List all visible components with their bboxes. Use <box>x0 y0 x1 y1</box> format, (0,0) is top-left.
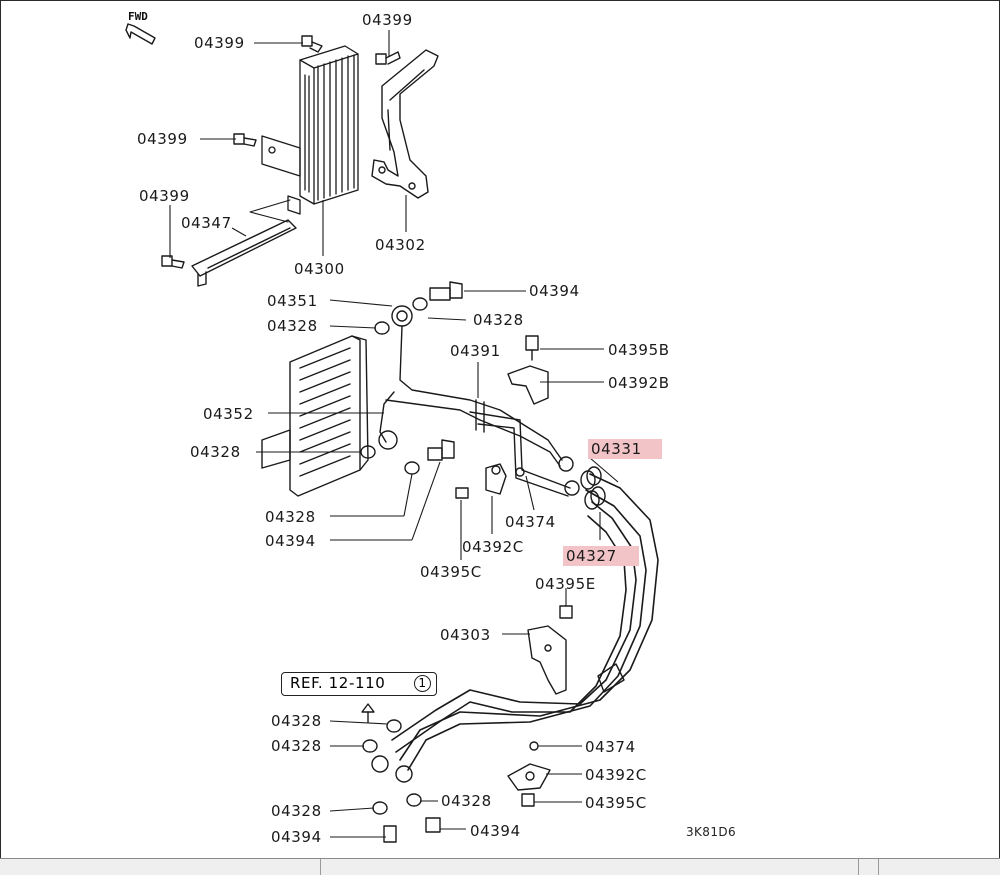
callout-04395c-lower[interactable]: 04395C <box>585 794 647 812</box>
callout-04347[interactable]: 04347 <box>181 214 232 232</box>
grommet-04374-upper <box>515 467 525 477</box>
cooler-bracket <box>371 49 439 199</box>
callout-04392c-upper[interactable]: 04392C <box>462 538 524 556</box>
callout-04394-lower-left[interactable]: 04394 <box>271 828 322 846</box>
bottom-bar-divider-b <box>858 859 859 875</box>
bracket-04303 <box>527 625 567 695</box>
hose-fitting-upper <box>558 456 580 496</box>
clamp-04392c-upper <box>485 463 507 495</box>
callout-04374-upper[interactable]: 04374 <box>505 513 556 531</box>
callout-04328-lower-d[interactable]: 04328 <box>271 802 322 820</box>
callout-04391[interactable]: 04391 <box>450 342 501 360</box>
bolt-04395e <box>559 605 573 619</box>
callout-04328-mid-left[interactable]: 04328 <box>190 443 241 461</box>
washer-04328-g <box>372 801 388 815</box>
callout-04327-highlighted[interactable]: 04327 <box>563 546 639 566</box>
callout-04395c-upper[interactable]: 04395C <box>420 563 482 581</box>
reference-text: REF. 12-110 <box>290 674 386 692</box>
callout-04394-lower-right[interactable]: 04394 <box>470 822 521 840</box>
hose-clip-lower <box>597 663 625 693</box>
hose-end-04331 <box>580 466 602 490</box>
bolt-04394-d <box>425 817 441 833</box>
washer-04328-h <box>406 793 422 807</box>
reference-circle-number: 1 <box>414 675 431 692</box>
bottom-bar-divider-a <box>320 859 321 875</box>
banjo-fitting-04352 <box>378 430 398 450</box>
callout-04394-mid[interactable]: 04394 <box>265 532 316 550</box>
cooler-hose-lines <box>379 325 571 497</box>
callout-04328-lower-c[interactable]: 04328 <box>441 792 492 810</box>
bolt-04395c-lower <box>521 793 535 807</box>
bolt-04394-c <box>383 825 397 843</box>
callout-04399-left[interactable]: 04399 <box>137 130 188 148</box>
washer-04328-f <box>362 739 378 753</box>
bolt-04395b <box>525 335 539 361</box>
callout-04302[interactable]: 04302 <box>375 236 426 254</box>
fwd-arrow-icon <box>125 23 156 45</box>
banjo-lower-b <box>395 765 413 783</box>
washer-04328-b <box>412 297 428 311</box>
cooler-side-plate <box>261 335 369 497</box>
bracket-04392b <box>507 365 549 405</box>
washer-04328-e <box>386 719 402 733</box>
callout-04392b[interactable]: 04392B <box>608 374 670 392</box>
callout-04328-lower-b[interactable]: 04328 <box>271 737 322 755</box>
callout-04331-highlighted[interactable]: 04331 <box>588 439 662 459</box>
callout-04392c-lower[interactable]: 04392C <box>585 766 647 784</box>
callout-04394-top[interactable]: 04394 <box>529 282 580 300</box>
callout-04352[interactable]: 04352 <box>203 405 254 423</box>
callout-04395b[interactable]: 04395B <box>608 341 670 359</box>
bolt-04399-c <box>233 133 257 147</box>
callout-04399-top-left[interactable]: 04399 <box>194 34 245 52</box>
callout-04328-left-top[interactable]: 04328 <box>267 317 318 335</box>
bottom-scroll-bar[interactable] <box>0 858 1000 875</box>
fwd-label: FWD <box>128 10 148 23</box>
clamp-04392c-lower <box>507 763 551 791</box>
bolt-04394-a <box>429 281 463 301</box>
reference-box[interactable]: REF. 12-110 1 <box>281 672 437 696</box>
callout-04399-lower-left[interactable]: 04399 <box>139 187 190 205</box>
leader-lines <box>169 30 619 838</box>
bottom-bar-divider-c <box>878 859 879 875</box>
callout-04399-top-right[interactable]: 04399 <box>362 11 413 29</box>
banjo-fitting-04351 <box>391 305 413 327</box>
callout-04395e[interactable]: 04395E <box>535 575 596 593</box>
callout-04303[interactable]: 04303 <box>440 626 491 644</box>
grommet-04374-lower <box>529 741 539 751</box>
callout-04328-mid[interactable]: 04328 <box>265 508 316 526</box>
cooler-strip <box>191 219 297 287</box>
bolt-04399-d <box>161 255 185 269</box>
oil-cooler-core <box>261 45 359 215</box>
callout-04328-right-top[interactable]: 04328 <box>473 311 524 329</box>
washer-04328-d <box>404 461 420 475</box>
washer-04328-a <box>374 321 390 335</box>
washer-04328-c <box>360 445 376 459</box>
bolt-04399-a <box>301 35 323 53</box>
bolt-04399-b <box>375 51 401 65</box>
diagram-code: 3K81D6 <box>686 825 737 839</box>
arrow-up-icon <box>361 703 375 723</box>
callout-04328-lower-a[interactable]: 04328 <box>271 712 322 730</box>
banjo-lower-a <box>371 755 389 773</box>
bolt-04395c-upper <box>455 487 469 499</box>
callout-04300[interactable]: 04300 <box>294 260 345 278</box>
bolt-04394-b <box>427 439 455 461</box>
callout-04351[interactable]: 04351 <box>267 292 318 310</box>
callout-04374-lower[interactable]: 04374 <box>585 738 636 756</box>
hose-end-04327 <box>584 486 606 510</box>
